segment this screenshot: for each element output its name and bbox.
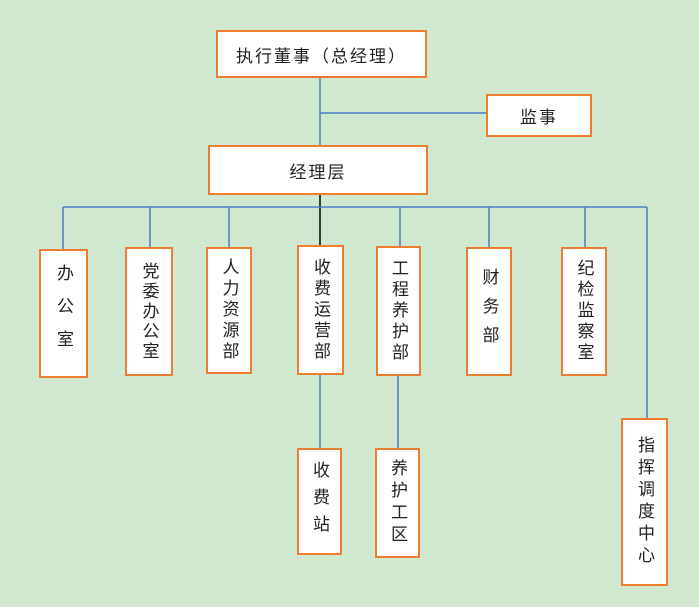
toll-station-label: 收费站 xyxy=(309,461,329,542)
box-party-office: 党委办公室 xyxy=(125,247,173,376)
hr-label: 人力资源部 xyxy=(218,258,239,363)
box-toll-ops: 收费运营部 xyxy=(297,245,344,375)
box-executive-director: 执行董事（总经理） xyxy=(216,30,427,78)
box-maintenance-area: 养护工区 xyxy=(375,448,420,558)
box-office: 办公室 xyxy=(39,249,88,378)
box-discipline: 纪检监察室 xyxy=(561,247,607,376)
management-label: 经理层 xyxy=(289,162,347,183)
executive-director-label: 执行董事（总经理） xyxy=(236,46,407,67)
box-management: 经理层 xyxy=(208,145,428,195)
box-dispatch-center: 指挥调度中心 xyxy=(621,418,668,586)
maintenance-label: 工程养护部 xyxy=(388,258,408,364)
office-label: 办公室 xyxy=(53,264,73,363)
toll-ops-label: 收费运营部 xyxy=(310,257,330,363)
box-hr: 人力资源部 xyxy=(206,247,252,374)
discipline-label: 纪检监察室 xyxy=(573,259,594,364)
box-toll-station: 收费站 xyxy=(297,448,342,555)
finance-label: 财务部 xyxy=(478,268,499,355)
dispatch-center-label: 指挥调度中心 xyxy=(634,436,654,568)
maintenance-area-label: 养护工区 xyxy=(387,459,407,547)
supervisor-label: 监事 xyxy=(520,108,558,128)
box-finance: 财务部 xyxy=(466,247,512,376)
box-supervisor: 监事 xyxy=(486,94,592,137)
party-office-label: 党委办公室 xyxy=(138,261,159,362)
box-maintenance: 工程养护部 xyxy=(376,246,421,376)
